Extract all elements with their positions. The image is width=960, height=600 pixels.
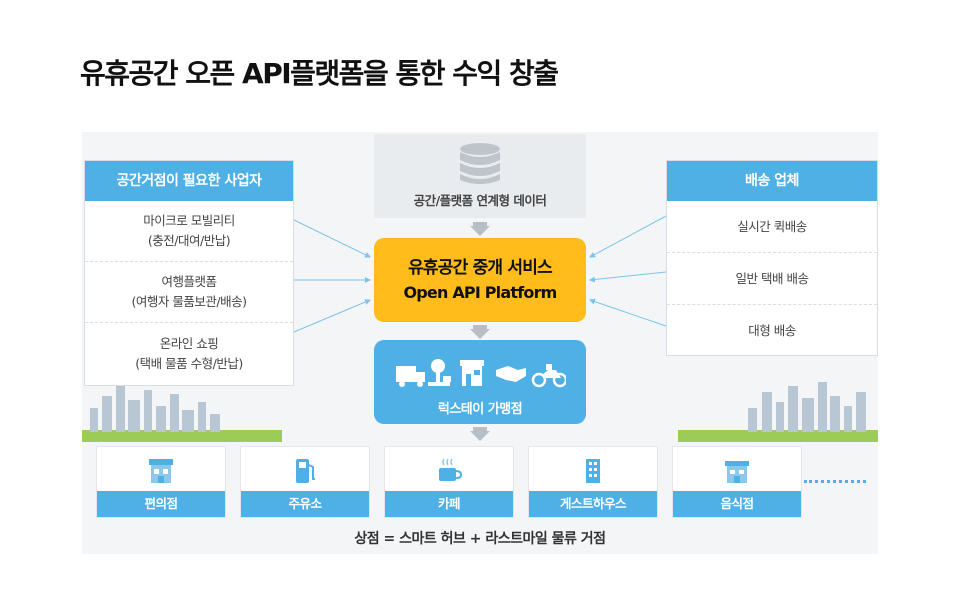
store-icon [460,360,484,386]
place-card: 음식점 [672,446,802,518]
database-icon [460,143,500,184]
businesses-heading: 공간거점이 필요한 사업자 [85,161,293,201]
connector-arrows [293,215,667,333]
place-label: 편의점 [97,491,225,517]
store-icons [396,359,566,388]
places-row: 편의점 주유소 카페 게스트하우스 [82,446,878,520]
place-card: 주유소 [240,446,370,518]
city-skyline-left [82,384,282,442]
list-item: 실시간 퀵배송 [667,201,877,253]
gas-station-icon [296,459,315,483]
coffee-cup-icon [439,458,463,481]
place-label: 주유소 [241,491,369,517]
platform-subtitle: Open API Platform [403,283,557,302]
list-item: 여행플랫폼 (여행자 물품보관/배송) [85,262,293,323]
store-box-label: 럭스테이 가맹점 [437,402,523,417]
list-item: 일반 택배 배송 [667,253,877,305]
list-item: 대형 배송 [748,323,796,338]
city-skyline-right [678,382,878,442]
place-label: 게스트하우스 [529,491,657,517]
item-detail: (여행자 물품보관/배송) [131,294,247,309]
restaurant-icon [725,461,749,483]
building-icon [586,459,600,483]
convenience-store-icon [149,459,173,483]
delivery-heading: 배송 업체 [667,161,877,201]
data-box-label: 공간/플랫폼 연계형 데이터 [413,193,547,208]
arrow-down-icon [470,325,490,339]
item-title: 마이크로 모빌리티 [143,213,235,228]
affiliate-store-box: 럭스테이 가맹점 [374,340,586,424]
place-card: 편의점 [96,446,226,518]
handshake-icon [496,366,526,382]
diagram-caption: 상점 = 스마트 허브 + 라스트마일 물류 거점 [354,531,606,547]
motorcycle-icon [531,364,566,388]
scale-icon [428,359,451,386]
arrow-down-icon [470,222,490,236]
place-label: 카페 [385,491,513,517]
list-item: 마이크로 모빌리티 (충전/대여/반납) [85,201,293,262]
list-item: 온라인 쇼핑 (택배 물품 수형/반납) [85,323,293,384]
place-card: 카페 [384,446,514,518]
open-api-platform-box: 유휴공간 중개 서비스 Open API Platform [374,238,586,322]
item-title: 여행플랫폼 [161,274,217,289]
item-detail: (택배 물품 수형/반납) [135,355,243,371]
arrow-down-icon [470,427,490,441]
more-dots [804,480,866,483]
linked-data-box: 공간/플랫폼 연계형 데이터 [374,134,586,218]
businesses-panel: 공간거점이 필요한 사업자 마이크로 모빌리티 (충전/대여/반납) 여행플랫폼… [84,160,294,386]
truck-icon [396,366,425,387]
item-detail: (충전/대여/반납) [147,233,231,248]
page-title: 유휴공간 오픈 API플랫폼을 통한 수익 창출 [80,57,559,90]
place-label: 음식점 [673,491,801,517]
place-card: 게스트하우스 [528,446,658,518]
item-title: 온라인 쇼핑 [159,335,219,351]
delivery-panel: 배송 업체 실시간 퀵배송 일반 택배 배송 대형 배송 [666,160,878,356]
service-diagram: 공간거점이 필요한 사업자 마이크로 모빌리티 (충전/대여/반납) 여행플랫폼… [82,132,878,554]
platform-title: 유휴공간 중개 서비스 [408,258,553,278]
